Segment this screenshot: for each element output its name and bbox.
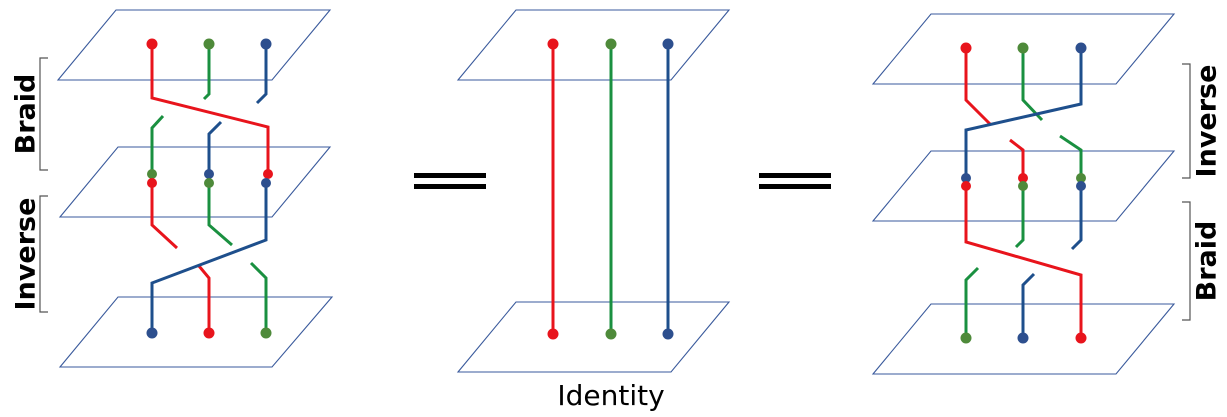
left-middle-plane (58, 146, 332, 218)
left-inverse-bracket (39, 195, 48, 313)
left-bottom-red-dot (203, 327, 215, 339)
left-braid-green-strand-upper (202, 44, 211, 101)
left-braid-red-strand (150, 44, 270, 174)
right-inverse-green-strand-lower (1059, 134, 1083, 178)
right-mid-blue-dot-lower (1076, 181, 1086, 191)
right-diagram: Inverse Braid (871, 13, 1223, 375)
right-inverse-bracket (1182, 63, 1191, 179)
left-diagram: Braid Inverse (11, 9, 334, 368)
left-bottom-plane (58, 296, 334, 368)
left-inverse-red-strand-upper (150, 183, 179, 250)
right-braid-green-strand-lower (964, 266, 980, 338)
right-mid-red-dot-lower (961, 181, 971, 191)
left-top-plane (56, 9, 332, 81)
equals-bar-bottom (759, 184, 831, 189)
right-top-blue-dot (1075, 42, 1087, 54)
identity-label: Identity (557, 379, 664, 412)
right-bottom-blue-dot (1017, 332, 1029, 344)
right-mid-red-dot-upper (1018, 173, 1028, 183)
identity-bottom-blue-dot (662, 328, 674, 340)
left-inverse-green-strand-upper (207, 183, 233, 247)
right-braid-bracket (1182, 201, 1191, 321)
right-inverse-label: Inverse (1192, 65, 1223, 178)
equals-bar-bottom (414, 184, 486, 189)
right-braid-blue-strand-lower (1021, 272, 1036, 338)
left-braid-bracket (39, 57, 48, 171)
left-braid-label: Braid (11, 74, 42, 155)
left-braid-green-strand-lower (150, 114, 165, 174)
identity-top-red-dot (547, 38, 559, 50)
left-mid-red-dot-lower (147, 178, 157, 188)
left-mid-green-dot-upper (147, 169, 157, 179)
left-top-red-dot (146, 38, 158, 50)
identity-diagram: Identity (456, 9, 731, 412)
left-inverse-label: Inverse (11, 198, 42, 311)
left-bottom-green-dot (260, 327, 272, 339)
right-top-green-dot (1017, 42, 1029, 54)
right-braid-blue-strand-upper (1070, 186, 1083, 251)
left-mid-blue-dot-upper (204, 169, 214, 179)
left-inverse-red-strand-lower (197, 265, 211, 333)
identity-top-plane (456, 9, 731, 81)
left-bottom-blue-dot (146, 327, 158, 339)
left-braid-blue-strand-lower (207, 120, 223, 174)
identity-bottom-plane (456, 301, 731, 373)
identity-bottom-red-dot (547, 328, 559, 340)
equals-sign-left (414, 173, 486, 189)
left-mid-red-dot-upper (263, 169, 273, 179)
right-bottom-green-dot (960, 332, 972, 344)
right-braid-red-strand (964, 186, 1083, 338)
left-top-green-dot (203, 38, 215, 50)
equals-sign-right (759, 173, 831, 189)
equals-bar-top (759, 173, 831, 178)
identity-top-blue-dot (662, 38, 674, 50)
left-top-blue-dot (260, 38, 272, 50)
equals-bar-top (414, 173, 486, 178)
right-mid-green-dot-lower (1018, 181, 1028, 191)
right-bottom-red-dot (1075, 332, 1087, 344)
right-inverse-red-strand-lower (1009, 138, 1025, 178)
right-inverse-blue-strand (964, 48, 1083, 178)
right-mid-green-dot-upper (1076, 173, 1086, 183)
identity-bottom-green-dot (605, 328, 617, 340)
left-inverse-green-strand-lower (249, 261, 268, 333)
right-mid-blue-dot-upper (961, 173, 971, 183)
left-mid-blue-dot-lower (261, 178, 271, 188)
right-top-red-dot (960, 42, 972, 54)
right-braid-label: Braid (1192, 221, 1223, 302)
left-braid-blue-strand-upper (255, 44, 268, 105)
left-mid-green-dot-lower (204, 178, 214, 188)
right-braid-green-strand-upper (1014, 186, 1025, 249)
left-inverse-blue-strand (150, 183, 268, 333)
identity-top-green-dot (605, 38, 617, 50)
right-inverse-red-strand-upper (964, 48, 992, 126)
